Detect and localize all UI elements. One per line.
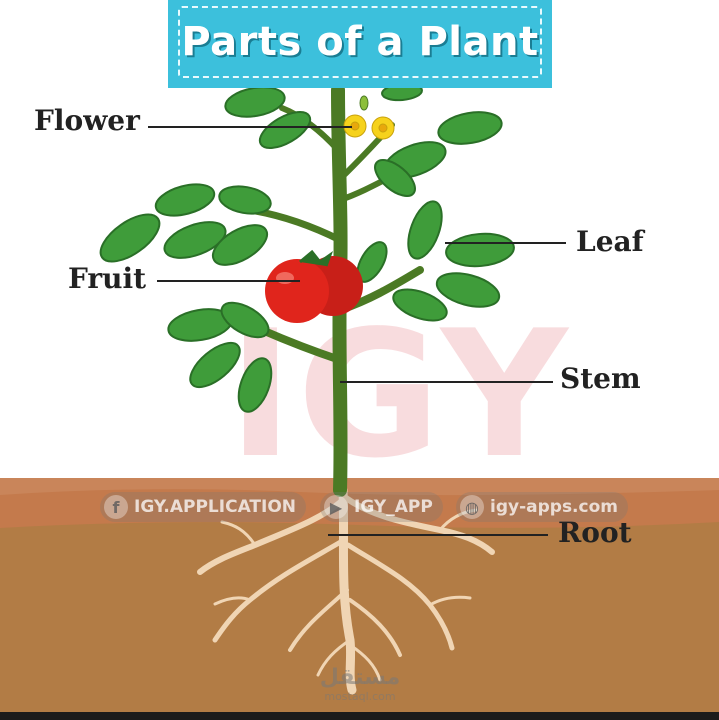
watermark-website: ◍ igy-apps.com xyxy=(456,492,628,522)
leaf xyxy=(407,200,443,260)
watermark-youtube-text: IGY_APP xyxy=(354,497,433,517)
tomatoes xyxy=(265,249,363,323)
leaf xyxy=(163,221,227,259)
tomato-fruit xyxy=(265,259,329,323)
leaf xyxy=(189,341,241,389)
watermark-facebook: f IGY.APPLICATION xyxy=(100,492,307,522)
globe-icon: ◍ xyxy=(460,495,484,519)
watermark-youtube: ▶ IGY_APP xyxy=(320,492,443,522)
leaf xyxy=(437,111,503,145)
label-fruit: Fruit xyxy=(68,262,147,295)
label-stem: Stem xyxy=(560,362,641,395)
page-title: Parts of a Plant xyxy=(181,19,539,65)
root-system xyxy=(197,485,495,695)
soil-ground xyxy=(0,522,719,720)
leaf xyxy=(154,183,216,217)
leaf xyxy=(218,185,272,215)
watermark-facebook-text: IGY.APPLICATION xyxy=(134,497,297,517)
label-root: Root xyxy=(558,516,632,549)
title-frame: Parts of a Plant xyxy=(178,6,542,78)
site-watermark-arabic: مستقل xyxy=(319,665,401,690)
title-banner: Parts of a Plant xyxy=(168,0,552,88)
watermark-letters: IGY xyxy=(228,294,572,497)
watermark-website-text: igy-apps.com xyxy=(490,497,618,517)
leaf xyxy=(211,224,269,266)
leaf xyxy=(224,86,286,118)
flowers xyxy=(343,95,395,140)
play-icon: ▶ xyxy=(324,495,348,519)
leaf xyxy=(445,232,515,268)
label-flower: Flower xyxy=(34,104,140,137)
leaf xyxy=(237,357,273,413)
leaves xyxy=(99,82,515,413)
flower-bud xyxy=(359,95,369,111)
facebook-icon: f xyxy=(104,495,128,519)
site-watermark-latin: mostaql.com xyxy=(324,690,396,703)
leaf xyxy=(220,301,270,339)
leaf xyxy=(258,111,312,149)
leaf xyxy=(392,288,448,322)
leaf xyxy=(374,159,416,197)
leaf xyxy=(99,213,161,263)
site-watermark: مستقل mostaql.com xyxy=(312,665,408,704)
footer-bar xyxy=(0,712,719,720)
leaf xyxy=(435,272,501,308)
label-leaf: Leaf xyxy=(576,225,644,258)
label-lines xyxy=(148,126,566,536)
